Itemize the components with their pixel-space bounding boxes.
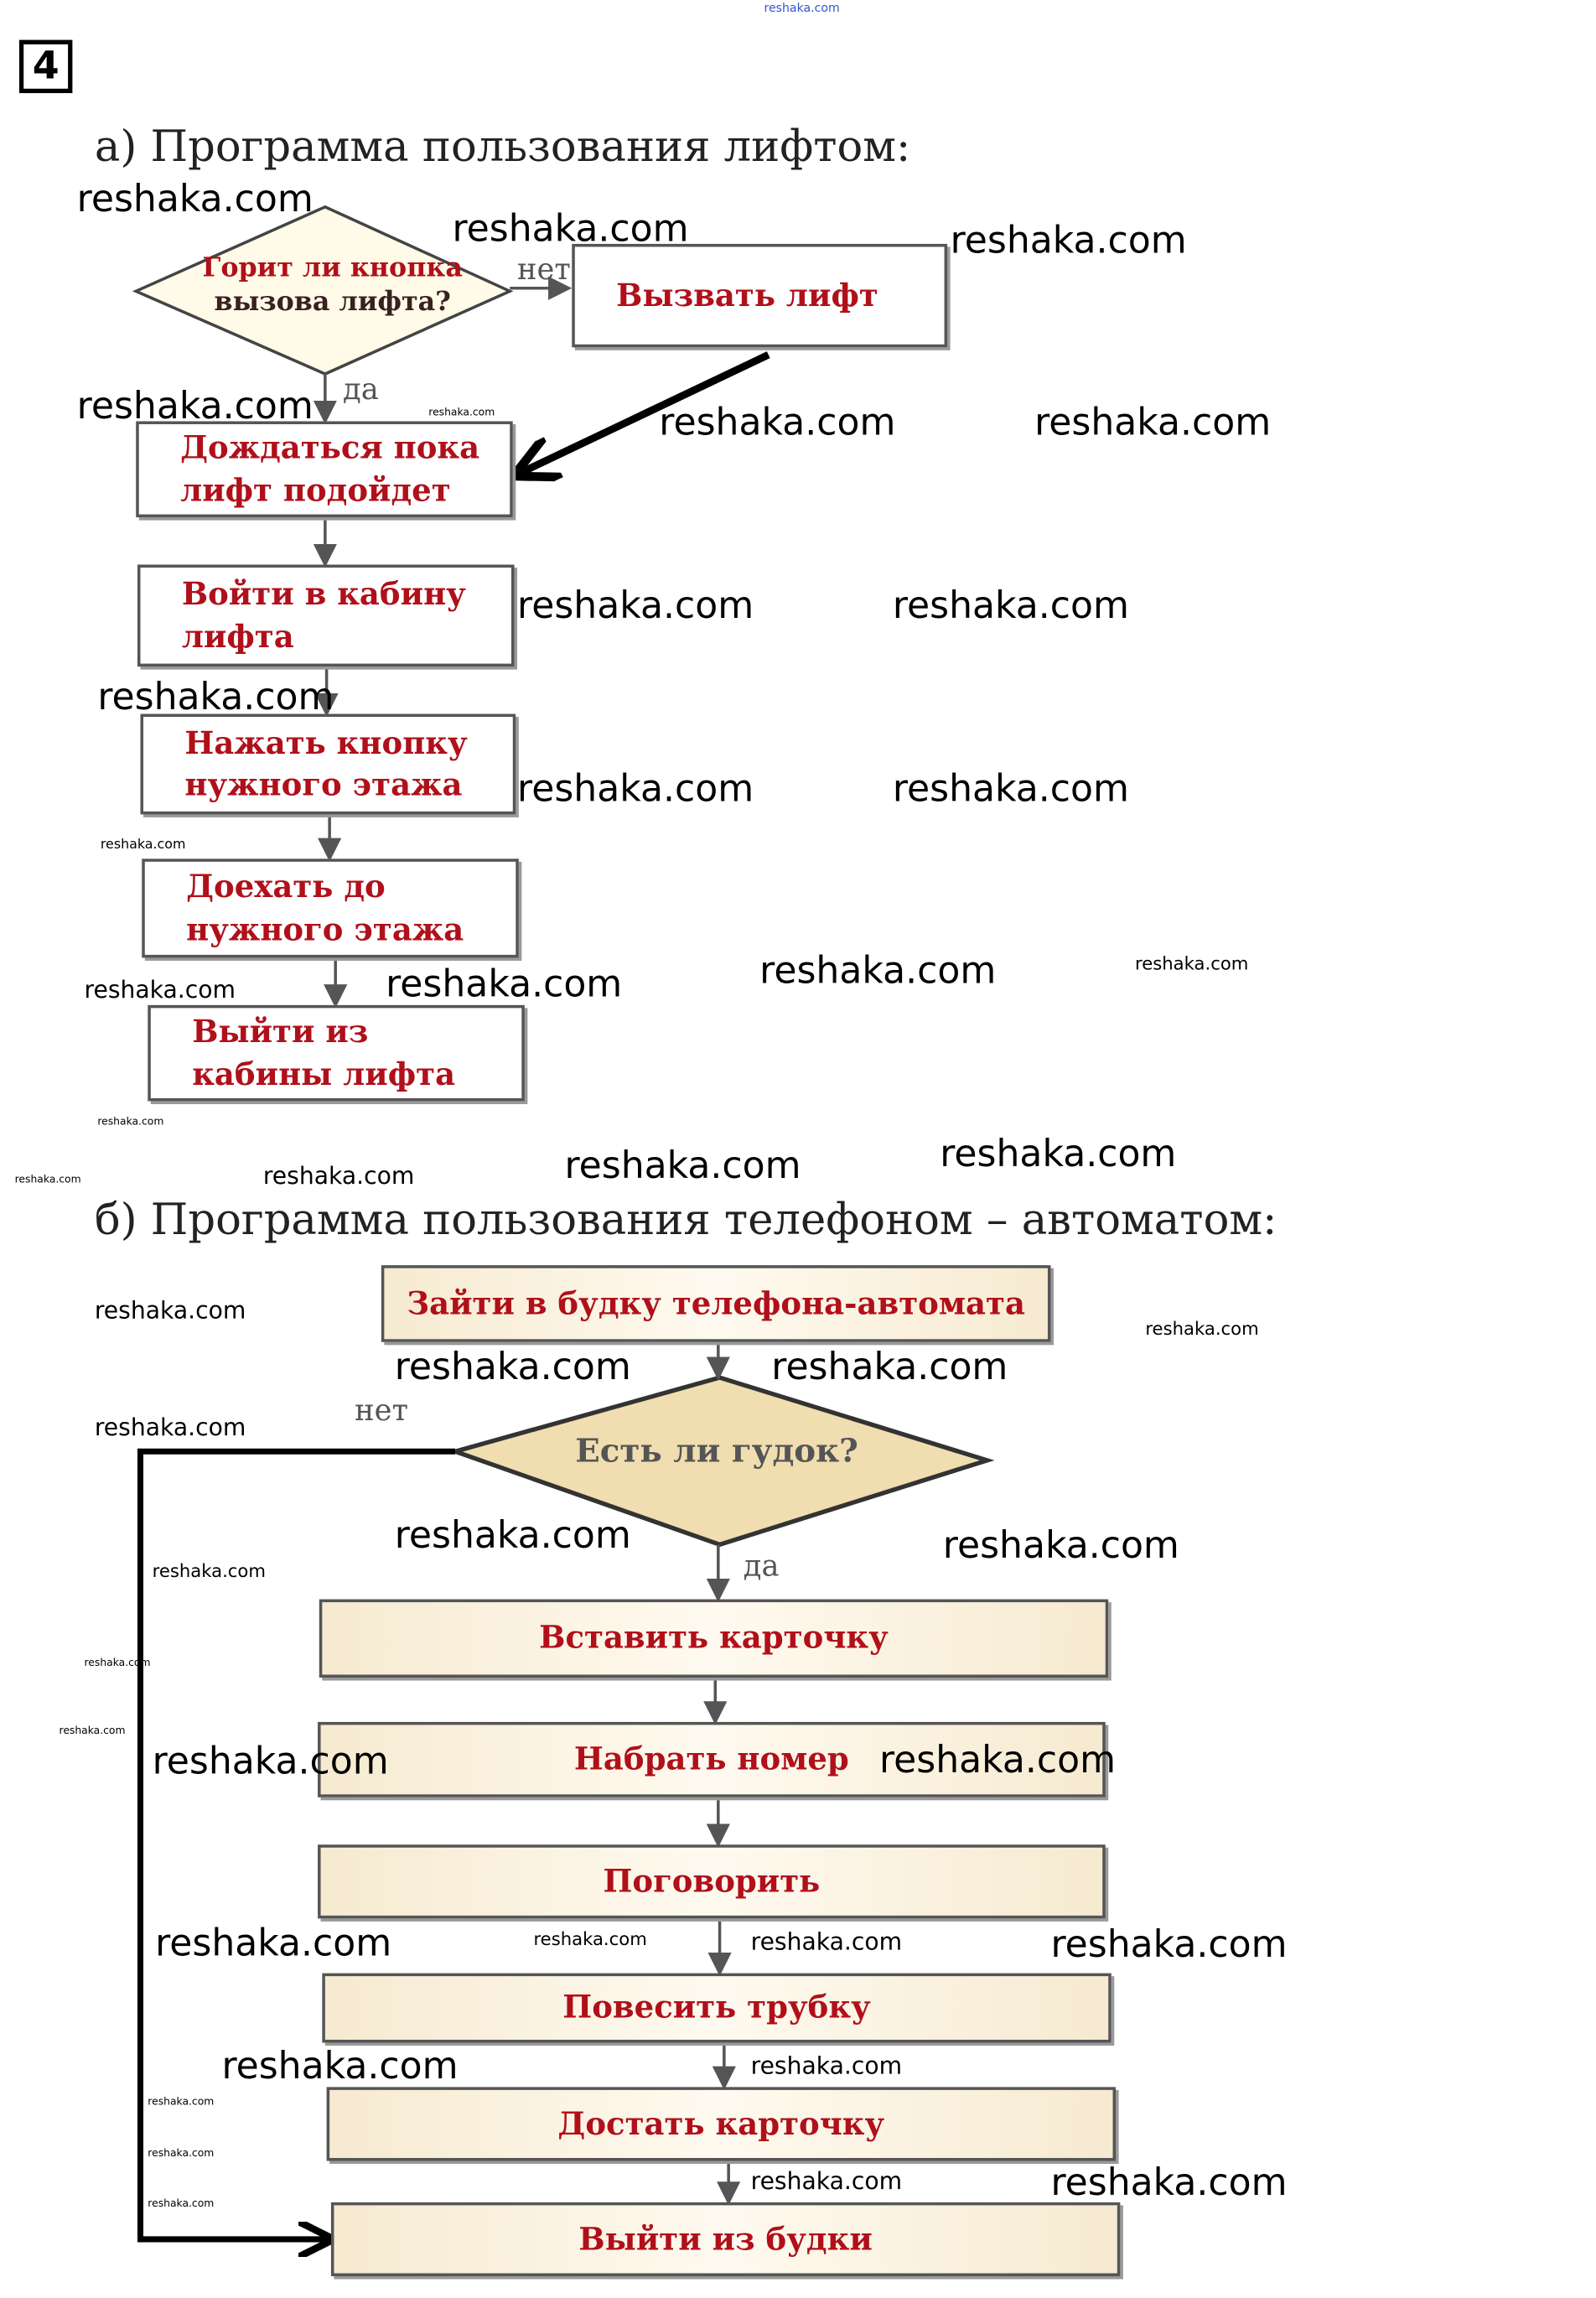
watermark: reshaka.com bbox=[517, 766, 754, 811]
decision-diamond-b bbox=[448, 1375, 995, 1548]
watermark: reshaka.com bbox=[394, 1345, 631, 1388]
no-label-a: нет bbox=[517, 251, 571, 288]
watermark: reshaka.com bbox=[950, 218, 1187, 262]
watermark: reshaka.com bbox=[517, 584, 754, 627]
watermark: reshaka.com bbox=[76, 384, 314, 428]
no-label-b: нет bbox=[355, 1392, 409, 1429]
part-a-title: а) Программа пользования лифтом: bbox=[94, 121, 911, 172]
watermark: reshaka.com bbox=[59, 1725, 126, 1737]
watermark: reshaka.com bbox=[750, 1927, 903, 1956]
watermark: reshaka.com bbox=[1050, 2161, 1288, 2204]
part-b-title: б) Программа пользования телефоном – авт… bbox=[94, 1194, 1277, 1245]
watermark: reshaka.com bbox=[878, 1738, 1117, 1782]
watermark: reshaka.com bbox=[100, 838, 186, 853]
decision-diamond-a bbox=[132, 205, 514, 376]
yes-label-b: да bbox=[743, 1547, 780, 1584]
watermark: reshaka.com bbox=[94, 1296, 246, 1325]
watermark: reshaka.com bbox=[394, 1513, 631, 1557]
watermark: reshaka.com bbox=[750, 2166, 903, 2196]
step-box-b: Вставить карточку bbox=[319, 1599, 1109, 1678]
step-box-b: Поговорить bbox=[318, 1844, 1106, 1919]
watermark: reshaka.com bbox=[386, 962, 623, 1005]
watermark: reshaka.com bbox=[892, 766, 1129, 811]
watermark: reshaka.com bbox=[892, 584, 1129, 627]
watermark: reshaka.com bbox=[771, 1345, 1008, 1388]
watermark: reshaka.com bbox=[764, 1, 840, 15]
watermark: reshaka.com bbox=[759, 948, 997, 992]
watermark: reshaka.com bbox=[148, 2197, 215, 2210]
decision-b: Есть ли гудок? bbox=[575, 1432, 858, 1471]
watermark: reshaka.com bbox=[152, 1740, 389, 1783]
watermark: reshaka.com bbox=[155, 1921, 392, 1965]
watermark: reshaka.com bbox=[221, 2044, 459, 2088]
watermark: reshaka.com bbox=[428, 406, 495, 418]
decision-a-line1: Горит ли кнопка bbox=[202, 252, 463, 284]
yes-label-a: да bbox=[343, 371, 379, 407]
watermark: reshaka.com bbox=[97, 675, 334, 718]
watermark: reshaka.com bbox=[659, 400, 896, 444]
watermark: reshaka.com bbox=[94, 1413, 246, 1441]
watermark: reshaka.com bbox=[940, 1132, 1177, 1175]
watermark: reshaka.com bbox=[14, 1173, 81, 1185]
watermark: reshaka.com bbox=[152, 1560, 267, 1582]
call-elevator-box: Вызвать лифт bbox=[572, 243, 948, 348]
watermark: reshaka.com bbox=[1134, 953, 1249, 974]
watermark: reshaka.com bbox=[148, 2095, 215, 2109]
watermark: reshaka.com bbox=[1145, 1318, 1259, 1340]
step-box-b: Повесить трубку bbox=[322, 1973, 1112, 2043]
watermark: reshaka.com bbox=[84, 975, 236, 1004]
watermark: reshaka.com bbox=[97, 1116, 164, 1128]
task-number: 4 bbox=[18, 39, 73, 94]
watermark: reshaka.com bbox=[76, 177, 314, 220]
watermark: reshaka.com bbox=[452, 206, 689, 250]
step-box-b: Выйти из будки bbox=[330, 2202, 1121, 2277]
watermark: reshaka.com bbox=[750, 2052, 903, 2080]
step-box-b: Набрать номер bbox=[318, 1721, 1106, 1797]
watermark: reshaka.com bbox=[148, 2147, 215, 2160]
decision-a-line2: вызова лифта? bbox=[214, 287, 451, 319]
step-box-b: Достать карточку bbox=[326, 2087, 1117, 2161]
watermark: reshaka.com bbox=[84, 1657, 151, 1669]
enter-booth-box: Зайти в будку телефона-автомата bbox=[381, 1265, 1051, 1342]
watermark: reshaka.com bbox=[564, 1144, 801, 1187]
watermark: reshaka.com bbox=[533, 1928, 647, 1950]
watermark: reshaka.com bbox=[1050, 1922, 1288, 1966]
watermark: reshaka.com bbox=[1034, 400, 1272, 444]
watermark: reshaka.com bbox=[942, 1523, 1179, 1567]
decision-a: Горит ли кнопка вызова лифта? bbox=[178, 252, 488, 320]
watermark: reshaka.com bbox=[262, 1161, 415, 1190]
